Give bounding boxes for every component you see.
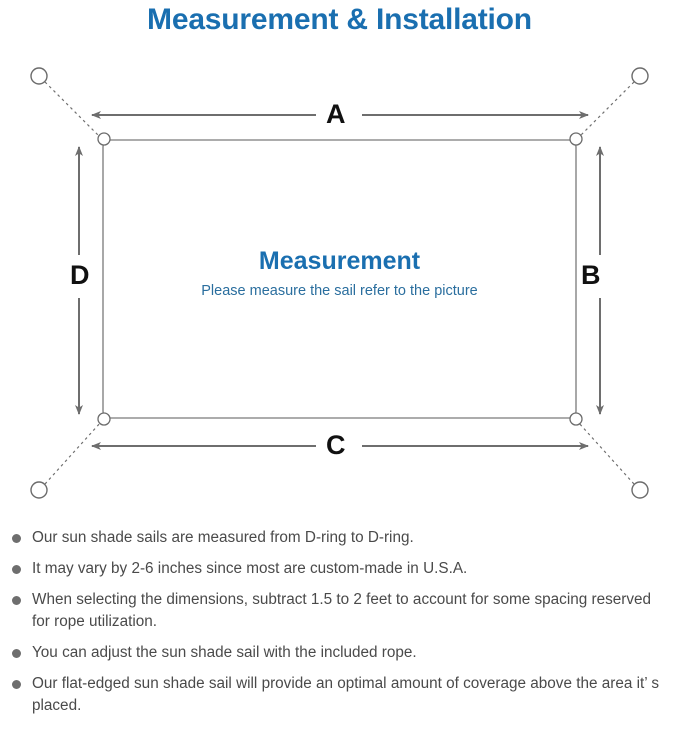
list-item: It may vary by 2-6 inches since most are… [0,558,679,580]
list-item: You can adjust the sun shade sail with t… [0,642,679,664]
page-title: Measurement & Installation [147,3,532,36]
dimension-label-b: B [581,260,601,290]
list-item-text: It may vary by 2-6 inches since most are… [32,560,468,577]
bullet-icon [12,649,21,658]
bullet-icon [12,596,21,605]
list-item: Our flat-edged sun shade sail will provi… [0,673,679,717]
dimension-label-c: C [326,430,346,460]
bullet-icon [12,565,21,574]
list-item-text: You can adjust the sun shade sail with t… [32,644,417,661]
d-ring-top-right [569,132,583,146]
dimension-label-a: A [326,99,346,129]
bullet-icon [12,534,21,543]
rope-line-top-left [44,81,102,139]
notes-list: Our sun shade sails are measured from D-… [0,527,679,726]
d-rings [97,132,583,426]
sail-rectangle [102,139,577,419]
d-ring-bottom-right [569,412,583,426]
anchor-bottom-left [30,481,48,499]
d-ring-top-left [97,132,111,146]
bullet-icon [12,680,21,689]
list-item-text: When selecting the dimensions, subtract … [32,591,652,630]
anchor-points [30,67,649,499]
list-item: When selecting the dimensions, subtract … [0,589,679,633]
anchor-top-left [30,67,48,85]
diagram-svg [30,67,649,499]
list-item: Our sun shade sails are measured from D-… [0,527,679,549]
rope-lines [44,81,635,485]
rope-line-bottom-left [44,421,102,485]
list-item-text: Our sun shade sails are measured from D-… [32,529,414,546]
anchor-bottom-right [631,481,649,499]
rope-line-top-right [577,81,635,139]
d-ring-bottom-left [97,412,111,426]
anchor-top-right [631,67,649,85]
dimension-label-d: D [70,260,90,290]
measurement-diagram: A B C D Measurement Please measure the s… [0,50,679,520]
rope-line-bottom-right [577,421,635,485]
list-item-text: Our flat-edged sun shade sail will provi… [32,675,659,714]
